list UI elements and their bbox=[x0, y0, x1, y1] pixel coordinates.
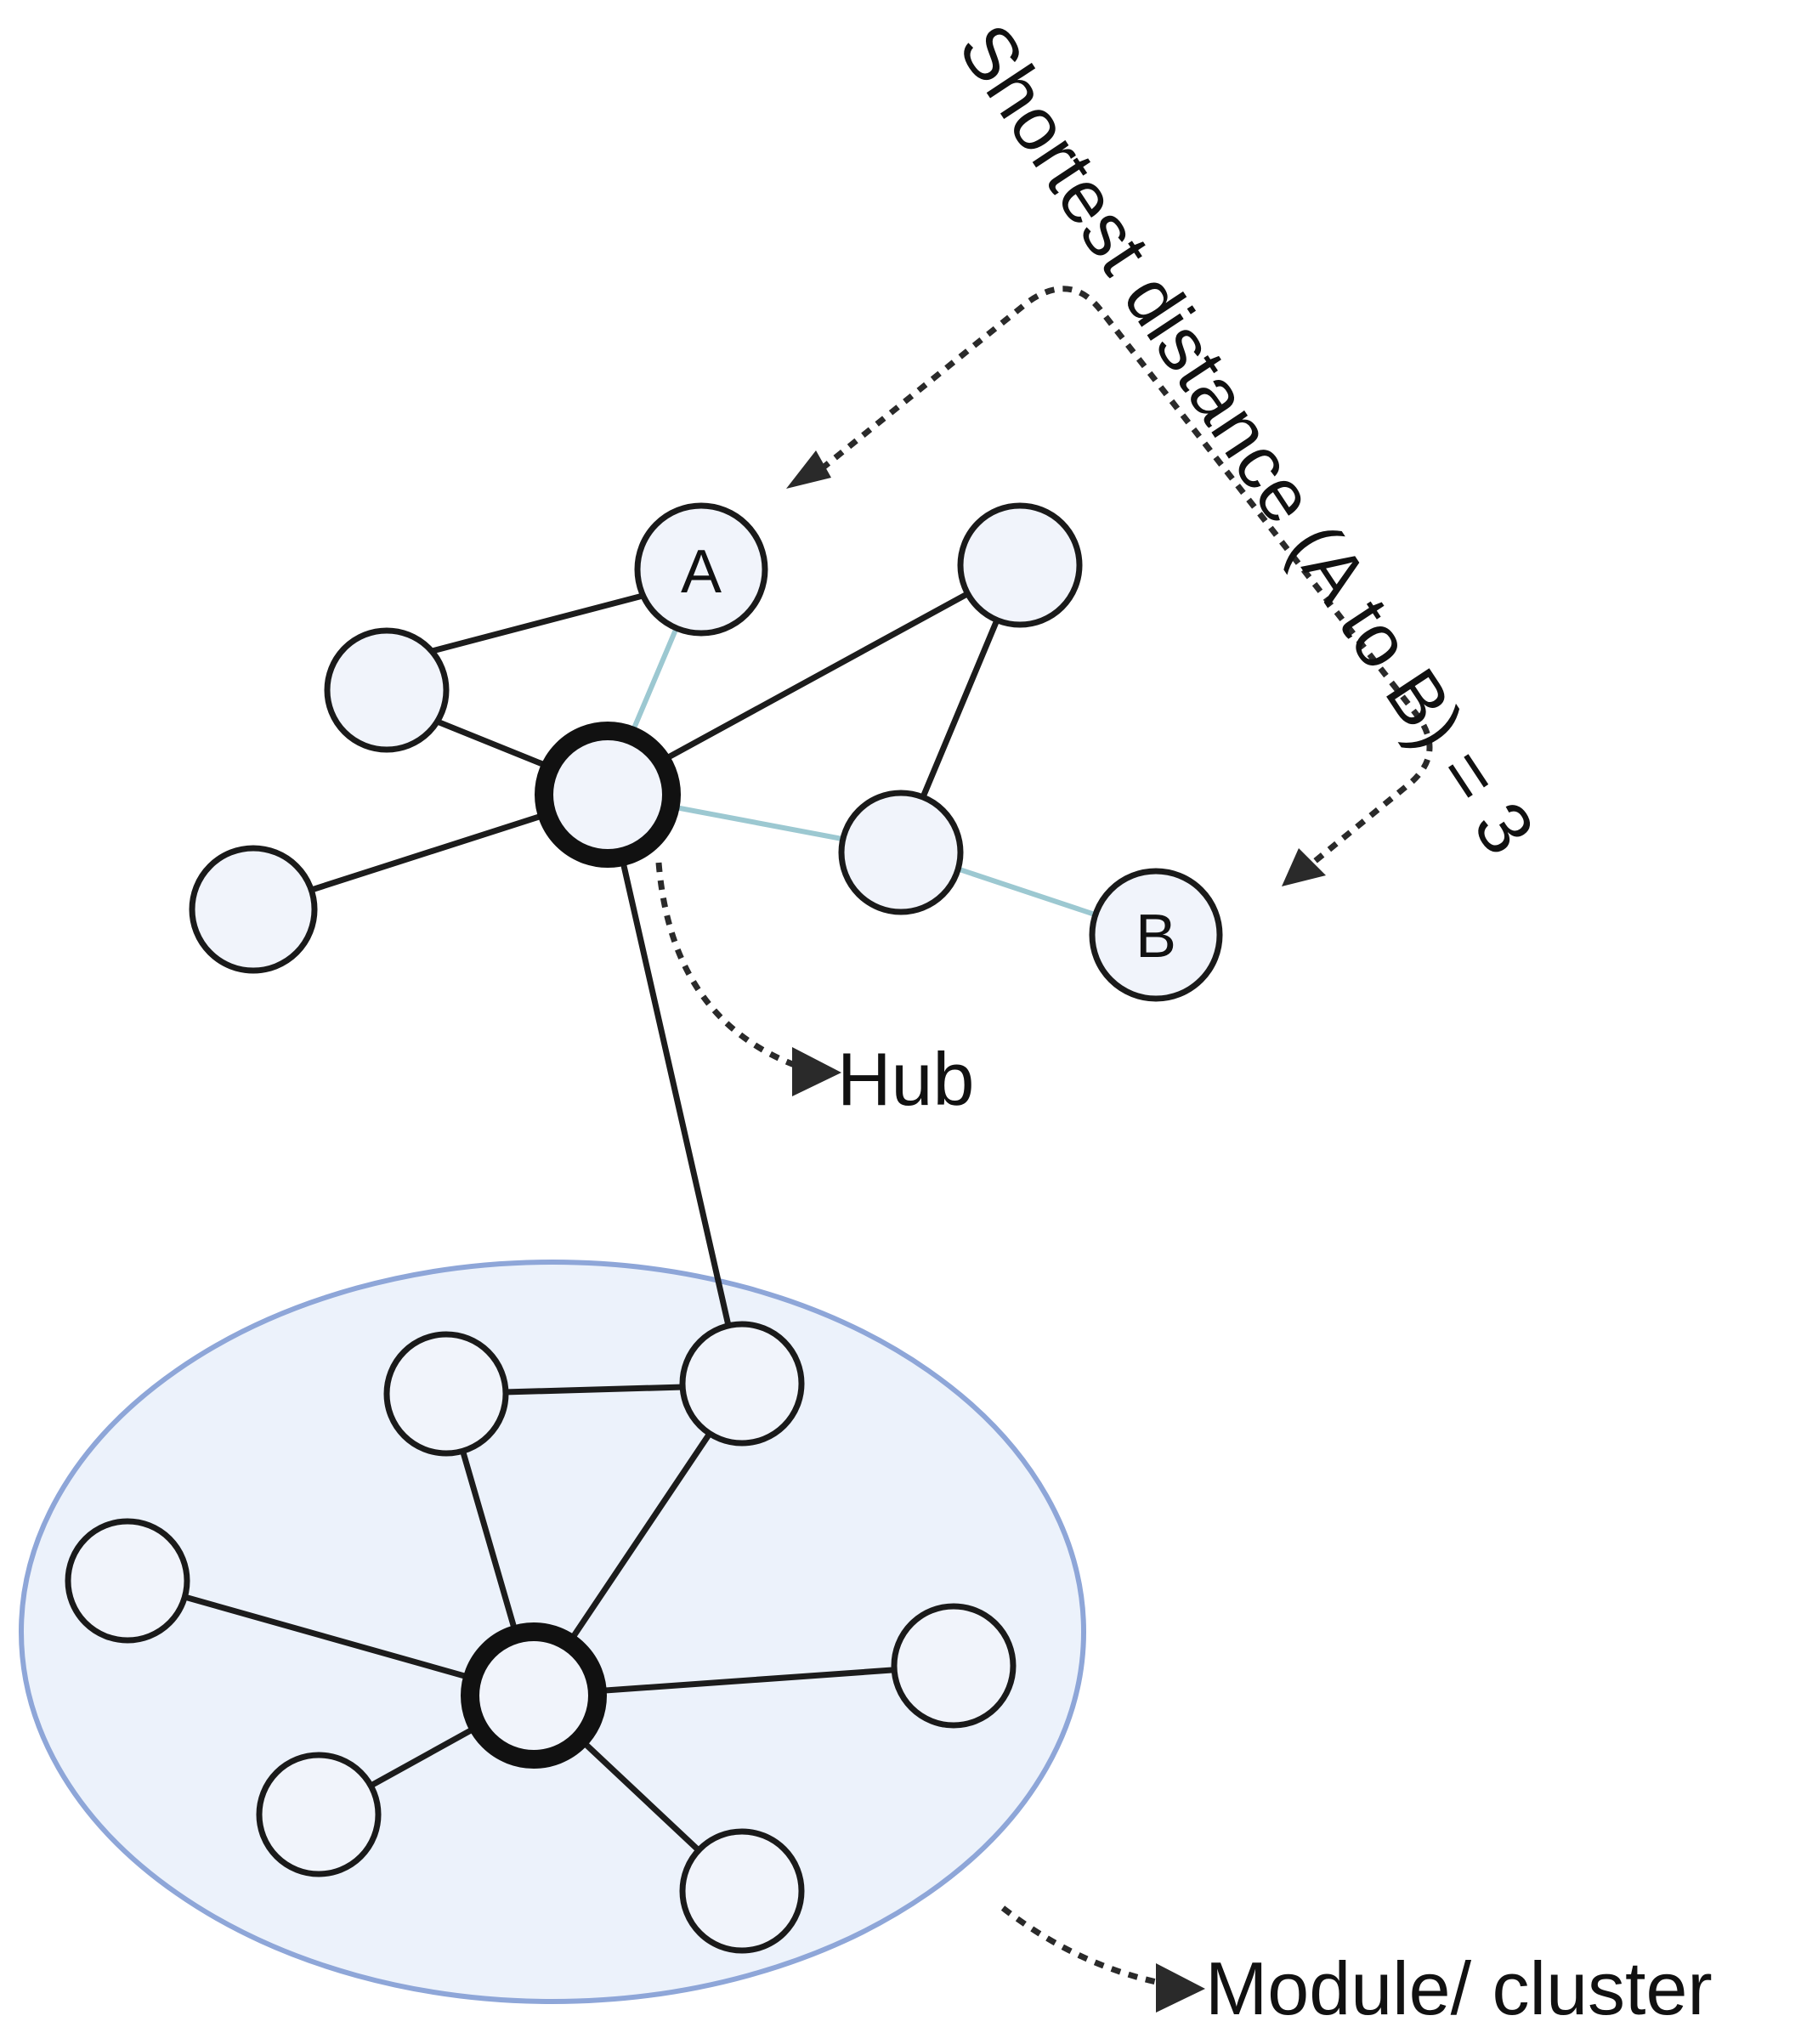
edge-hub-to-top-right bbox=[604, 562, 1023, 794]
node-b bbox=[1089, 868, 1223, 1002]
node-far-left bbox=[189, 845, 318, 974]
shortest-distance-arrowhead-b bbox=[1282, 848, 1326, 886]
hub-arrow bbox=[655, 862, 801, 1070]
node-a bbox=[634, 502, 768, 637]
node-left bbox=[324, 627, 450, 753]
shortest-distance-arrow bbox=[805, 286, 1433, 865]
hub-annotation: Hub bbox=[837, 1037, 974, 1121]
module-node-bottom-left bbox=[256, 1752, 382, 1877]
module-arrowhead bbox=[1156, 1963, 1205, 2013]
node-top-right bbox=[957, 502, 1083, 628]
node-b-label: B bbox=[1136, 903, 1176, 971]
module-node-right bbox=[891, 1603, 1017, 1729]
hub-arrowhead bbox=[792, 1047, 841, 1096]
nodes-module bbox=[65, 1321, 1017, 1954]
node-middle bbox=[838, 790, 964, 915]
module-node-left bbox=[65, 1518, 190, 1644]
module-node-top-left bbox=[383, 1331, 509, 1457]
hub-node-upper bbox=[535, 722, 681, 868]
module-node-bottom-right bbox=[679, 1828, 805, 1954]
module-node-top-right bbox=[679, 1321, 805, 1447]
module-annotation: Module/ cluster bbox=[1205, 1946, 1713, 2030]
hub-node-module bbox=[461, 1622, 607, 1769]
shortest-distance-arrowhead-a bbox=[786, 450, 831, 489]
nodes-upper bbox=[189, 502, 1223, 1002]
module-arrow bbox=[1000, 1905, 1170, 1988]
edge-hub-to-module bbox=[604, 791, 745, 1389]
node-a-label: A bbox=[681, 538, 722, 606]
shortest-distance-annotation: Shortest distance (A to B) = 3 bbox=[943, 9, 1551, 869]
